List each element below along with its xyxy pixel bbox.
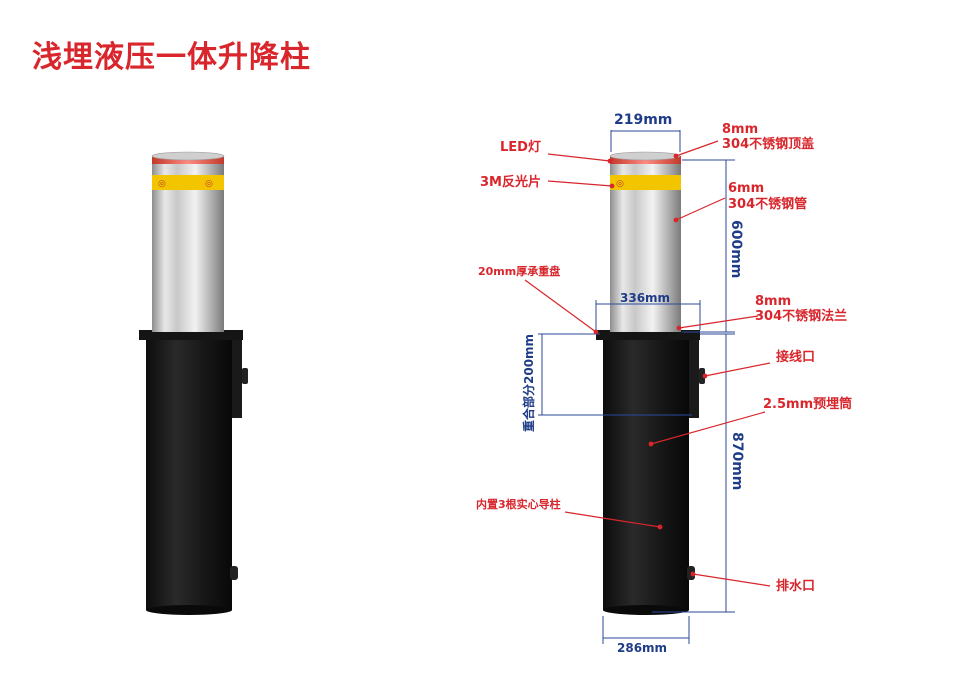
- right-top-cap: [609, 151, 681, 161]
- label-flange-material: 304不锈钢法兰: [755, 309, 848, 324]
- dimension-lines: [538, 130, 735, 644]
- dim-column-height: 600mm: [728, 220, 744, 279]
- right-flange: [596, 330, 700, 340]
- label-drain-port: 排水口: [776, 579, 816, 594]
- left-cable-box: [232, 340, 242, 418]
- left-steel-column: [152, 162, 224, 332]
- label-guide-posts: 内置3根实心导柱: [476, 498, 561, 511]
- label-led: LED灯: [500, 140, 541, 155]
- left-flange: [139, 330, 243, 340]
- left-drain-port: [230, 566, 238, 580]
- dim-embed-diameter: 286mm: [617, 641, 668, 655]
- dim-column-diameter: 219mm: [614, 112, 673, 128]
- label-tube-material: 304不锈钢管: [728, 197, 808, 212]
- right-cable-box: [689, 340, 699, 418]
- dim-overlap: 重合部分200mm: [522, 333, 536, 432]
- label-tube-thickness: 6mm: [728, 181, 765, 196]
- label-flange-thickness: 8mm: [755, 294, 792, 309]
- label-top-cap-thickness: 8mm: [722, 122, 759, 137]
- svg-text:◎: ◎: [205, 179, 213, 189]
- svg-text:◎: ◎: [158, 179, 166, 189]
- dim-embed-height: 870mm: [729, 432, 745, 491]
- right-cable-port: [699, 368, 705, 384]
- label-top-cap-material: 304不锈钢顶盖: [722, 137, 815, 152]
- label-reflector: 3M反光片: [480, 175, 541, 190]
- callout-lines: [524, 140, 771, 587]
- label-bearing-plate: 20mm厚承重盘: [478, 265, 561, 278]
- left-top-cap: [151, 151, 225, 161]
- right-embedded-tube: [603, 338, 689, 610]
- page-title: 浅埋液压一体升降柱: [32, 40, 311, 75]
- left-bollard: ◎ ◎: [139, 151, 248, 615]
- label-embedded-tube: 2.5mm预埋筒: [763, 397, 853, 412]
- left-cable-port: [242, 368, 248, 384]
- left-reflector-band: [152, 175, 224, 190]
- dim-flange-width: 336mm: [620, 291, 671, 305]
- left-embedded-tube: [146, 338, 232, 610]
- right-reflector-band: [610, 175, 681, 190]
- label-cable-port: 接线口: [776, 350, 816, 365]
- svg-text:◎: ◎: [616, 179, 624, 189]
- right-bollard: ◎: [596, 151, 705, 615]
